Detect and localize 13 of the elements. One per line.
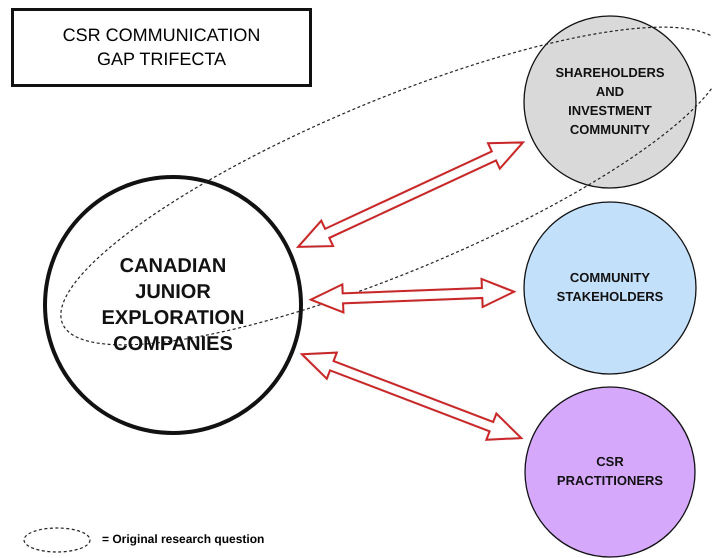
double-arrow <box>296 141 526 248</box>
circle-node <box>43 175 303 435</box>
circle-node <box>523 201 697 375</box>
circle-node <box>524 386 696 558</box>
double-arrow <box>300 352 524 441</box>
legend-label: = Original research question <box>102 532 264 546</box>
double-arrow <box>308 278 517 314</box>
node-label: CSR PRACTITIONERS <box>556 453 664 490</box>
node-label: COMMUNITY STAKEHOLDERS <box>556 269 664 306</box>
title: CSR COMMUNICATION GAP TRIFECTA <box>62 24 262 70</box>
node-label: SHAREHOLDERS AND INVESTMENT COMMUNITY <box>554 64 666 139</box>
circle-node <box>523 15 697 189</box>
node-label: CANADIAN JUNIOR EXPLORATION COMPANIES <box>100 254 246 357</box>
